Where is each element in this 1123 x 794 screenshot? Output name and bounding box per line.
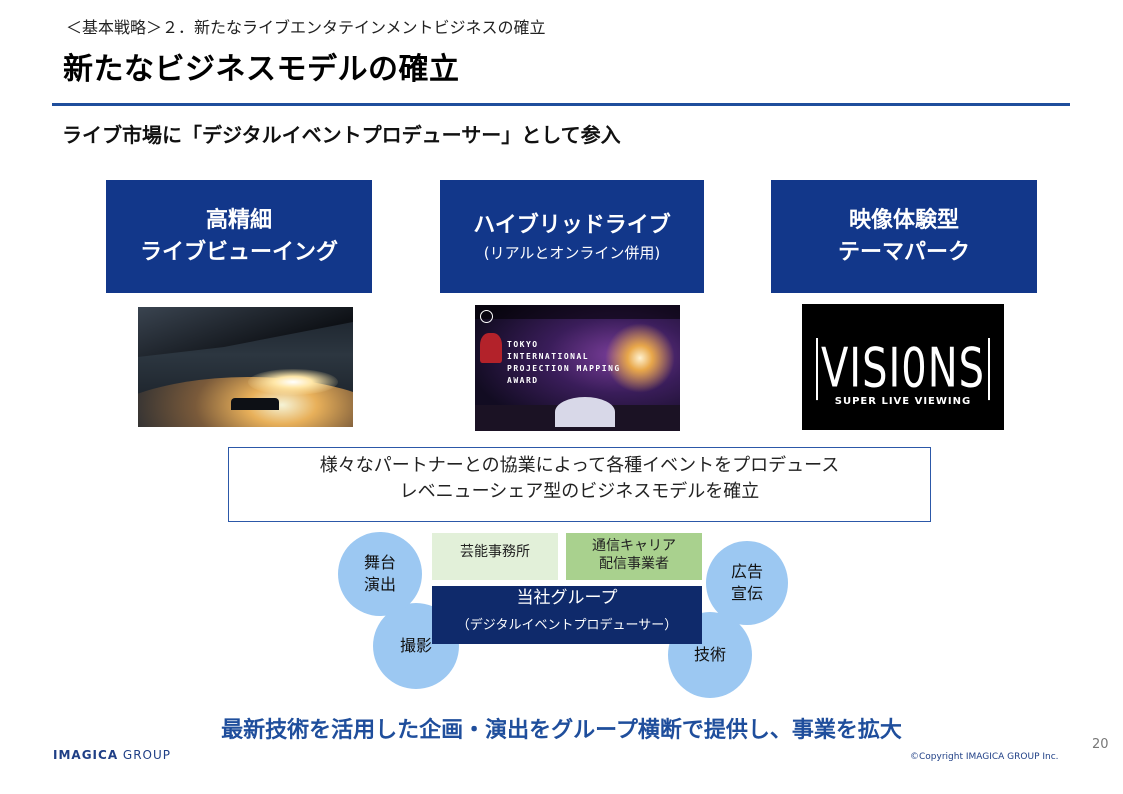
- pillar-hybrid-live: ハイブリッドライブ (リアルとオンライン併用): [440, 180, 704, 293]
- audience-silhouette: [231, 398, 279, 410]
- mapping-award-line: PROJECTION MAPPING: [507, 364, 621, 373]
- live-viewing-image: [138, 307, 353, 427]
- pillar-hybrid-live-title: ハイブリッドライブ: [473, 212, 671, 238]
- pillar-hybrid-live-note: (リアルとオンライン併用): [483, 243, 661, 262]
- visions-logo: VISI0NS: [802, 338, 1004, 401]
- spaceship-frame: [138, 307, 353, 357]
- mapping-award-line: TOKYO: [507, 340, 539, 349]
- visions-image: VISI0NS SUPER LIVE VIEWING: [802, 304, 1004, 430]
- logo-sub: GROUP: [118, 748, 172, 762]
- conclusion-tagline: 最新技術を活用した企画・演出をグループ横断で提供し、事業を拡大: [221, 718, 902, 743]
- lit-dome: [555, 397, 615, 427]
- partnership-line2: レベニューシェア型のビジネスモデルを確立: [399, 481, 760, 502]
- imagica-group-logo: IMAGICA GROUP: [53, 748, 171, 762]
- mapping-award-text: TOKYO INTERNATIONAL PROJECTION MAPPING A…: [507, 339, 621, 387]
- pillar-live-viewing: 高精細 ライブビューイング: [106, 180, 372, 293]
- site-nav-bar: [475, 305, 680, 319]
- mapping-award-line: INTERNATIONAL: [507, 352, 590, 361]
- visions-subtitle: SUPER LIVE VIEWING: [834, 396, 972, 407]
- page-subtitle: ライブ市場に「デジタルイベントプロデューサー」として参入: [62, 123, 621, 147]
- carrier-line1: 通信キャリア: [592, 538, 676, 554]
- ad-label-line1: 広告: [730, 562, 763, 581]
- pillar-theme-park: 映像体験型 テーマパーク: [771, 180, 1037, 293]
- visions-logo-text: VISI0NS: [815, 338, 991, 401]
- partnership-summary: 様々なパートナーとの協業によって各種イベントをプロデュース レベニューシェア型の…: [228, 447, 931, 522]
- breadcrumb: ＜基本戦略＞２．新たなライブエンタテインメントビジネスの確立: [66, 18, 546, 37]
- our-group-box: 当社グループ （デジタルイベントプロデューサー）: [432, 586, 702, 644]
- partnership-line1: 様々なパートナーとの協業によって各種イベントをプロデュース: [319, 455, 840, 476]
- shooting-label: 撮影: [399, 636, 432, 655]
- pillar-theme-park-line2: テーマパーク: [837, 239, 970, 265]
- tech-label: 技術: [693, 645, 726, 664]
- projection-mapping-image: TOKYO INTERNATIONAL PROJECTION MAPPING A…: [475, 305, 680, 431]
- page-number: 20: [1092, 737, 1109, 752]
- logo-main: IMAGICA: [53, 748, 119, 762]
- sun-flare: [248, 369, 338, 395]
- page-title: 新たなビジネスモデルの確立: [63, 52, 460, 87]
- title-divider: [52, 103, 1070, 106]
- pillar-theme-park-line1: 映像体験型: [848, 207, 959, 233]
- copyright-notice: ©Copyright IMAGICA GROUP Inc.: [910, 752, 1059, 762]
- ad-label-line2: 宣伝: [730, 584, 763, 603]
- our-group-role: （デジタルイベントプロデューサー）: [456, 618, 678, 633]
- stage-label-line2: 演出: [363, 575, 396, 594]
- red-figure: [480, 333, 502, 363]
- stage-circle: 舞台 演出: [338, 532, 422, 616]
- mapping-award-line: AWARD: [507, 376, 539, 385]
- pillar-live-viewing-line1: 高精細: [205, 207, 272, 233]
- stage-label-line1: 舞台: [363, 553, 396, 572]
- our-group-name: 当社グループ: [516, 588, 618, 608]
- site-logo-icon: [480, 310, 493, 323]
- carrier-line2: 配信事業者: [599, 556, 669, 572]
- fireworks: [605, 323, 675, 393]
- ad-circle: 広告 宣伝: [706, 541, 788, 625]
- talent-agency-box: 芸能事務所: [432, 533, 558, 580]
- carrier-box: 通信キャリア 配信事業者: [566, 533, 702, 580]
- pillar-live-viewing-line2: ライブビューイング: [139, 239, 338, 265]
